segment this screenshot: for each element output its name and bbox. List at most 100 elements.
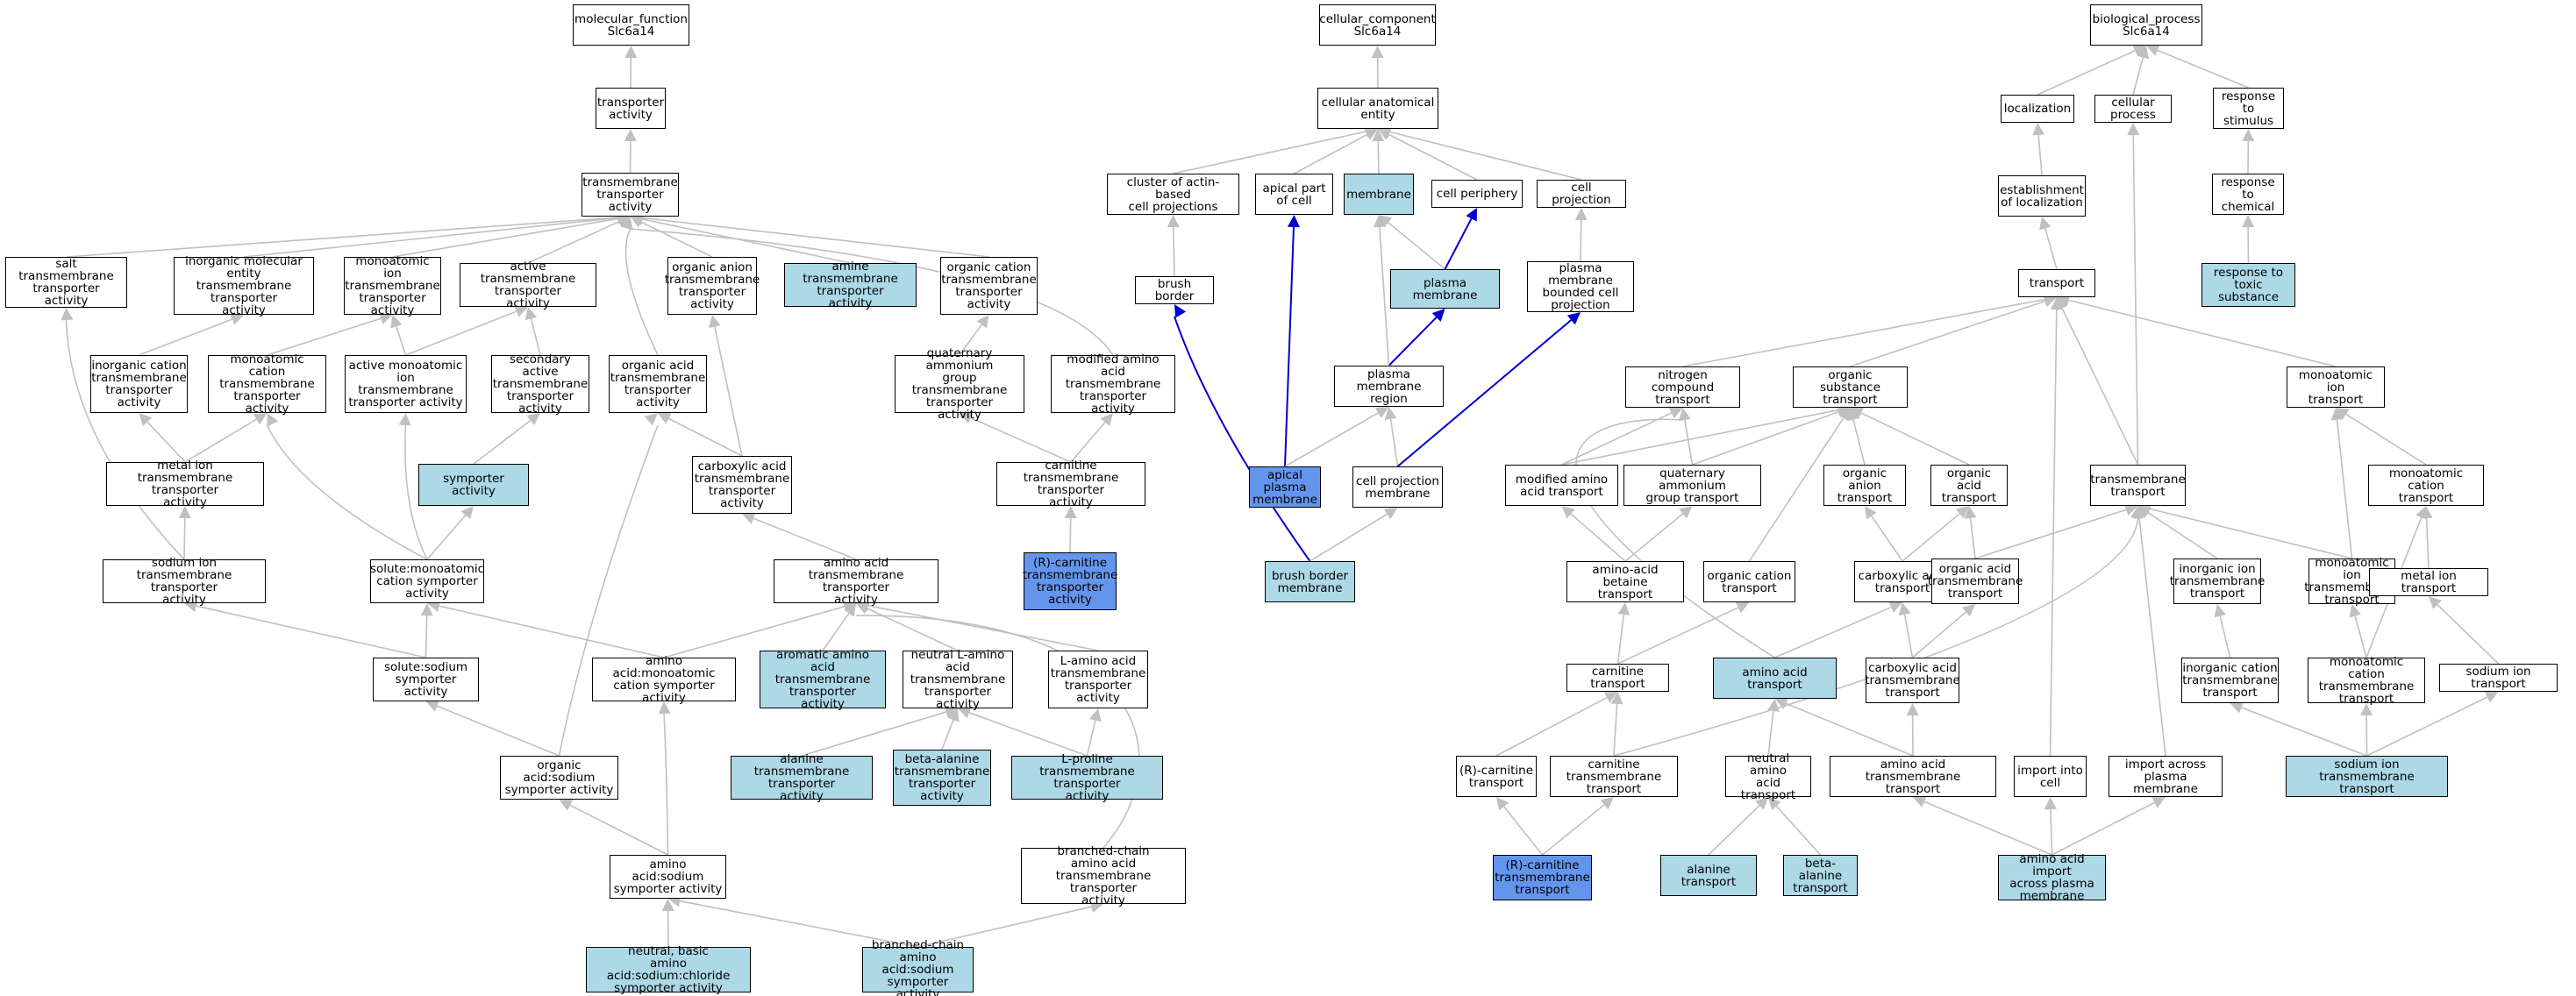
edge-arrowhead [526,413,540,426]
go-term-rcarnt: (R)-carnitine transport [1456,756,1537,797]
go-term-activemono: active monoatomic ion transmembrane tran… [345,355,467,413]
edge-symp-to-secact [473,419,532,465]
edge-arrowhead [2242,129,2255,142]
edge-arrowhead [1837,408,1851,422]
go-term-quat: quaternary ammonium group transmembrane … [895,347,1024,421]
edge-arrowhead [2360,703,2373,716]
edge-orgsod-to-orgacid [558,424,659,757]
edge-apm-to-pmr [1284,412,1379,467]
edge-carntmt-to-tmt [1613,517,2139,757]
edge-monocattmt-to-monoiontmt [2354,615,2367,658]
edge-aaimport-to-importpm [2052,801,2155,856]
edge-arrowhead [2429,596,2442,609]
edge-orgacidtmt-to-tmt [1974,509,2127,559]
edge-pm-to-mem [1388,222,1446,270]
go-term-carnitine: carnitine transmembrane transporter acti… [996,459,1145,509]
edge-importcell-to-transport [2049,309,2058,757]
go-term-neutaat: neutral amino acid transport [1725,752,1811,801]
edge-tmt-to-cp [2132,134,2139,466]
edge-orgsub-to-transport [1850,300,2045,367]
go-term-amine: amine transmembrane transporter activity [784,260,917,309]
edge-arrowhead [2132,45,2146,57]
edge-arrowhead [1679,506,1693,519]
go-term-bb: brush border [1135,276,1214,304]
edge-amine-to-tmta [642,218,851,264]
edge-arrowhead [2039,217,2052,231]
edge-quatt-to-ncomp [1684,419,1694,466]
edge-solsod-to-sodiumion [196,605,426,658]
go-term-orgacidtmt: organic acid transmembrane transport [1928,558,2023,604]
go-term-aata: amino acid transmembrane transporter act… [774,557,938,606]
edge-aroaa-to-aata [822,612,850,651]
go-term-apc: apical part of cell [1255,174,1333,215]
go-term-apm: apical plasma membrane [1249,466,1321,508]
edge-modaat-to-ncomp [1561,412,1673,466]
edge-arrowhead [2137,506,2152,518]
edge-secact-to-active [530,318,541,356]
edge-apm-to-apc [1284,226,1295,467]
edge-loc-to-bp [2037,50,2136,96]
go-term-loc: localization [2001,95,2074,123]
edge-arrowhead [621,217,633,231]
go-term-monocat: monoatomic cation transmembrane transpor… [208,353,326,415]
go-term-cproj: cell projection [1537,180,1626,208]
go-term-rtts: response to toxic substance [2201,263,2295,307]
go-term-organion: organic anion transmembrane transporter … [665,257,760,315]
edge-monocatt-to-monoiont [2345,413,2427,466]
edge-arrowhead [1755,797,1768,810]
go-term-symp: symporter activity [418,464,529,506]
edge-arrowhead [960,412,974,424]
go-term-ncomp: nitrogen compound transport [1625,366,1740,408]
edge-carnt-to-orgcatt [1617,607,1739,665]
go-term-rts: response to stimulus [2213,88,2284,129]
edge-inorgcat-to-iomol [139,318,233,356]
edge-arrowhead [2484,691,2499,703]
edge-orgcatt-to-orgsub [1748,417,1845,562]
edge-salt-to-tmta [66,217,618,258]
go-term-orgsod: organic acid:sodium symporter activity [500,756,618,800]
edge-carnitine-to-modaa [1070,422,1106,463]
go-term-orgsub: organic substance transport [1793,366,1908,408]
edge-cper-to-cae [1388,133,1478,181]
edge-arrowhead [616,216,631,228]
edge-rcarntmt-to-carntmt [1541,804,1605,856]
edge-sodiumion-to-metalion [183,517,186,560]
edge-arrowhead [230,313,244,325]
edge-arrowhead [2032,123,2045,136]
go-term-importcell: import into cell [2014,756,2087,797]
edge-arrowhead [1466,208,1477,222]
edge-arrowhead [1287,215,1300,228]
edge-arrowhead [624,46,638,59]
edge-arrowhead [1089,708,1102,722]
go-term-tmta: transmembrane transporter activity [582,173,679,217]
edge-arrowhead [379,312,393,324]
edge-arrowhead [944,706,958,718]
edge-pmr-to-pm [1388,317,1438,366]
edge-solsod-to-solmono [425,615,428,658]
edge-bcsod-to-branched [917,906,1092,948]
edge-organiont-to-orgsub [1852,419,1866,466]
go-term-cae: cellular anatomical entity [1317,88,1438,129]
edge-arrowhead [1913,795,1927,807]
edge-arrowhead [1167,215,1180,228]
edge-arrowhead [644,413,658,426]
edge-arrowhead [1603,692,1618,703]
go-term-cc: cellular_component Slc6a14 [1319,4,1436,46]
edge-carboxtmt-to-orgacidtmt [1911,611,1966,658]
edge-arrowhead [658,413,672,424]
edge-arrowhead [1888,601,1902,613]
go-term-aamono: amino acid:monoatomic cation symporter a… [592,655,736,704]
edge-arrowhead [1865,506,1877,520]
edge-arrowhead [1610,692,1623,705]
go-term-carbox: carboxylic acid transmembrane transporte… [692,456,792,514]
edge-carntmt-to-carnt [1613,703,1618,757]
edge-arrowhead [1898,602,1911,616]
edge-arrowhead [1566,312,1581,325]
edge-arrowhead [1064,506,1077,519]
edge-arrowhead [1766,699,1780,712]
edge-monoiontmt-to-monoiont [2336,419,2353,559]
edge-mem-to-cae [1377,140,1380,174]
edge-arrowhead [2127,123,2140,136]
edge-orgacidtmt-to-orgacidt [1969,517,1976,559]
